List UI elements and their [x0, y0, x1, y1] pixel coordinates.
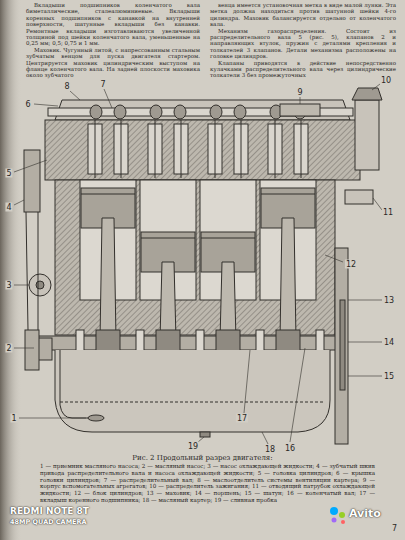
callout-number: 8 — [63, 82, 70, 91]
callout-number: 13 — [383, 296, 395, 305]
callout-number: 10 — [380, 76, 392, 85]
page-number: 7 — [392, 524, 402, 533]
figure-caption: Рис. 2 Продольный разрез двигателя: — [0, 454, 405, 462]
watermark: 48MP QUAD CAMERA — [10, 519, 160, 527]
body-paragraph: Вкладыши подшипников коленчатого вала би… — [26, 2, 200, 47]
callout-number: 2 — [5, 344, 12, 353]
callout-number: 3 — [5, 281, 12, 290]
callout-number: 7 — [99, 80, 106, 89]
callout-number: 1 — [10, 414, 17, 423]
callout-number: 18 — [264, 445, 276, 454]
callout-number: 15 — [383, 372, 395, 381]
callout-number: 9 — [296, 88, 303, 97]
callout-number: 17 — [236, 414, 248, 423]
callout-number: 6 — [24, 100, 31, 109]
body-paragraph: Маховик. Чугунный литой, с напрессованны… — [26, 47, 200, 79]
body-paragraph: венца имеется установочная метка в виде … — [210, 2, 396, 28]
callout-number: 12 — [345, 260, 357, 269]
body-paragraph: Механизм газораспределения. Состоит из р… — [210, 28, 396, 60]
watermark: REDMI NOTE 8T — [10, 506, 160, 516]
callout-number: 14 — [383, 338, 395, 347]
text-column: венца имеется установочная метка в виде … — [210, 2, 396, 79]
legend-text: 1 — приемник масляного насоса; 2 — масля… — [40, 463, 375, 504]
callout-number: 16 — [284, 444, 296, 453]
callout-number: 11 — [382, 208, 394, 217]
callout-number: 19 — [187, 442, 199, 451]
watermark: Avito — [349, 508, 399, 520]
text-column: Вкладыши подшипников коленчатого вала би… — [26, 2, 200, 79]
body-paragraph: Клапаны приводятся в действие непосредст… — [210, 60, 396, 79]
callout-number: 4 — [5, 203, 12, 212]
callout-number: 5 — [5, 169, 12, 178]
